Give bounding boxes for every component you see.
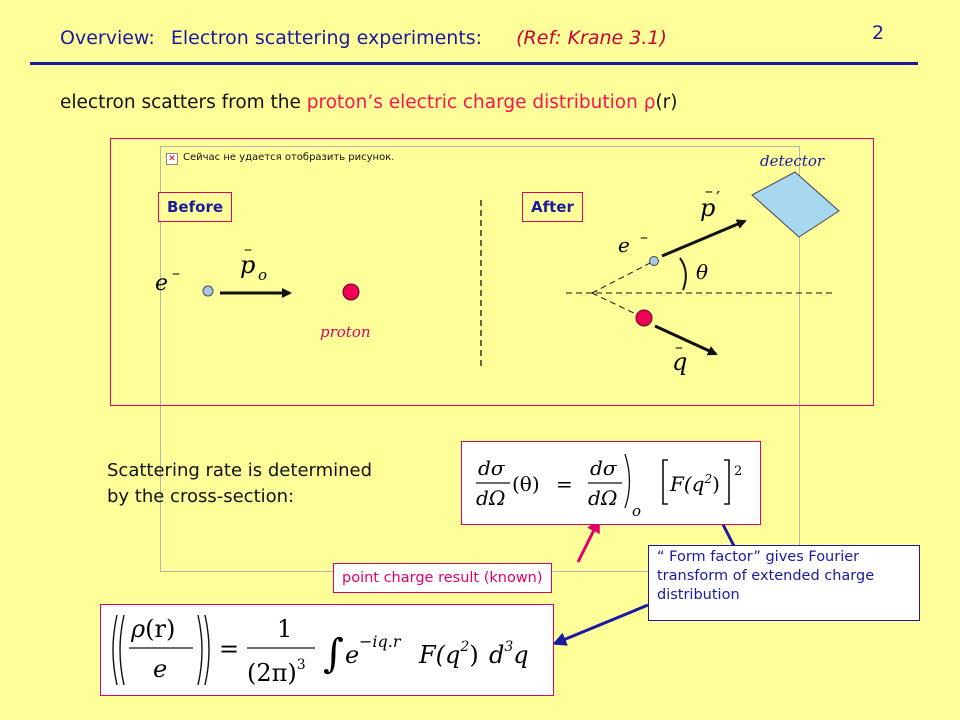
- electron-after: [649, 256, 659, 266]
- scattering-diagram-box: [110, 138, 874, 406]
- p-vector-bar: –: [244, 239, 252, 258]
- theta-symbol: θ: [696, 260, 708, 284]
- svg-text:dσ: dσ: [478, 456, 506, 480]
- point-charge-note: point charge result (known): [333, 563, 552, 593]
- cross-section-line-1: Scattering rate is determined: [107, 460, 373, 481]
- intro-text-3: (r): [655, 92, 678, 113]
- form-factor-symbol: F(q2): [669, 472, 720, 496]
- p-symbol: p: [240, 251, 255, 279]
- header-topic: Electron scattering experiments:: [170, 27, 483, 49]
- p-prime-symbol: p: [700, 194, 715, 222]
- svg-text:=: =: [219, 635, 239, 663]
- detector-plate: [751, 171, 840, 238]
- cross-section-line-2: by the cross-section:: [107, 486, 295, 507]
- cross-section-equation: dσ dΩ (θ) = dσ dΩ o F(q2) 2: [476, 453, 742, 520]
- header-reference: (Ref: Krane 3.1): [516, 27, 667, 49]
- after-electron-symbol: e: [618, 233, 630, 257]
- broken-image-icon: ✕: [166, 153, 178, 165]
- form-factor-note: “ Form factor” gives Fourier transform o…: [648, 545, 920, 621]
- svg-text:−iq.r: −iq.r: [359, 632, 402, 651]
- form-factor-pointer-down: [552, 603, 649, 646]
- p-prime-vector-bar: –: [705, 181, 713, 200]
- electron-path: [591, 261, 653, 294]
- broken-image-text: Сейчас не удается отобразить рисунок.: [183, 152, 395, 163]
- intro-highlight: proton’s electric charge distribution: [306, 92, 644, 113]
- momentum-transfer-arrow: [654, 324, 718, 356]
- intro-rho: ρ: [643, 92, 656, 113]
- cross-section-text: Scattering rate is determined by the cro…: [107, 458, 372, 510]
- svg-text:e: e: [345, 641, 359, 669]
- slide-header: Overview: Electron scattering experiment…: [60, 27, 667, 49]
- theta-argument: (θ): [512, 472, 540, 496]
- svg-text:dσ: dσ: [590, 456, 618, 480]
- p-subscript: o: [258, 266, 267, 284]
- broken-image-message: ✕ Сейчас не удается отобразить рисунок.: [166, 152, 394, 165]
- point-charge-pointer: [576, 518, 600, 563]
- proton-before: [342, 283, 360, 301]
- svg-text:d3q: d3q: [489, 639, 529, 669]
- intro-line: electron scatters from the proton’s elec…: [60, 92, 678, 113]
- svg-text:ρ(r): ρ(r): [130, 615, 175, 643]
- svg-text:e: e: [153, 655, 167, 683]
- fourier-equation: ρ(r) e = 1 (2π)3 ∫ e −iq.r F(q2) d3q: [112, 614, 529, 687]
- proton-path: [591, 292, 641, 317]
- page-number: 2: [872, 22, 885, 44]
- theta-arc: [679, 257, 687, 291]
- before-tag: Before: [158, 192, 233, 222]
- intro-text-1: electron scatters from the: [60, 92, 307, 113]
- svg-text:F(q2): F(q2): [418, 639, 479, 669]
- svg-text:1: 1: [277, 615, 292, 643]
- scattered-electron-arrow: [661, 219, 747, 258]
- q-vector-bar: –: [675, 337, 683, 356]
- header-overview: Overview:: [60, 27, 155, 49]
- after-tag: After: [522, 192, 583, 222]
- svg-text:(2π)3: (2π)3: [247, 657, 306, 687]
- header-divider: [30, 62, 918, 65]
- before-electron-symbol: e: [155, 271, 168, 296]
- before-electron-charge: –: [172, 263, 180, 282]
- svg-text:∫: ∫: [323, 631, 344, 677]
- svg-text:dΩ: dΩ: [588, 486, 617, 510]
- fourier-equation-box: ρ(r) e = 1 (2π)3 ∫ e −iq.r F(q2) d3q: [100, 604, 554, 696]
- svg-text:dΩ: dΩ: [476, 486, 505, 510]
- after-electron-charge: –: [640, 227, 648, 246]
- cross-section-equation-box: dσ dΩ (θ) = dσ dΩ o F(q2) 2: [461, 441, 761, 525]
- detector-label: detector: [760, 152, 825, 170]
- subscript-o: o: [632, 502, 641, 520]
- p-prime-mark: ′: [716, 188, 720, 209]
- equals-sign: =: [556, 472, 573, 496]
- square-exponent: 2: [734, 464, 742, 479]
- electron-before: [202, 285, 214, 297]
- proton-after: [635, 309, 653, 327]
- proton-label: proton: [320, 323, 371, 341]
- q-symbol: q: [672, 348, 687, 376]
